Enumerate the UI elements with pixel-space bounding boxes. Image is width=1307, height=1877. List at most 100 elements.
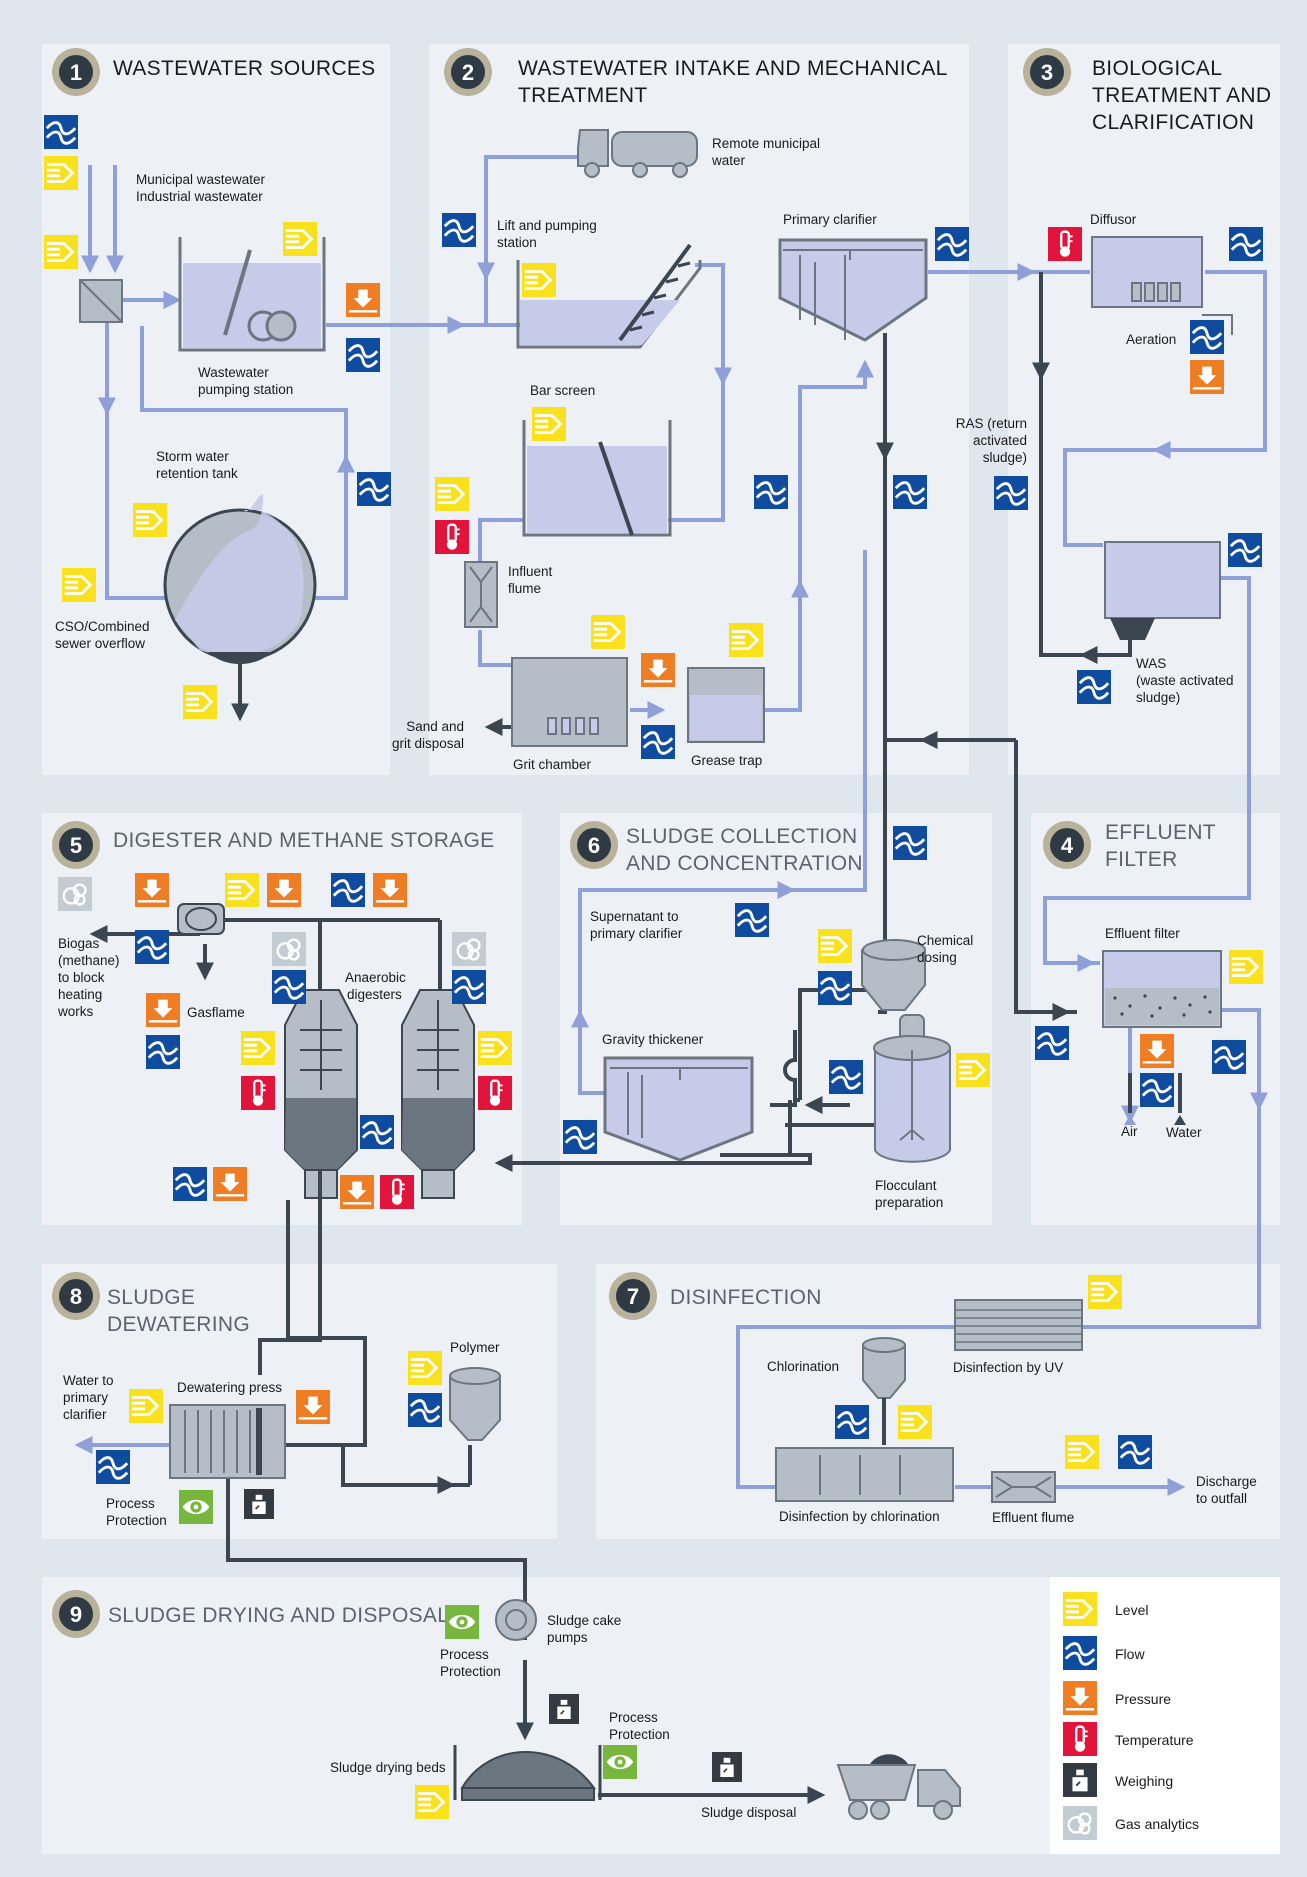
biological-equipment: [1091, 236, 1233, 640]
legend-item-temperature: Temperature: [1063, 1722, 1194, 1756]
weighing-icon: [244, 1488, 274, 1520]
lift-station-tank: [516, 260, 702, 349]
label-bar-screen: Bar screen: [530, 383, 595, 398]
label-aeration: Aeration: [1126, 332, 1176, 347]
temperature-icon: [241, 1076, 275, 1110]
pressure-icon: [346, 283, 380, 317]
flow-icon: [1229, 227, 1263, 261]
tanker-truck-icon: [577, 129, 698, 178]
flow-icon: [96, 1450, 130, 1484]
section-3-title: 3 BIOLOGICAL TREATMENT AND CLARIFICATION: [1023, 48, 1271, 134]
label-chemical-dosing: Chemical: [917, 933, 973, 948]
label-water-to-primary: clarifier: [63, 1407, 107, 1422]
label-pumping-station: pumping station: [198, 382, 293, 397]
label-biogas: to block: [58, 970, 105, 985]
weighing-icon: [712, 1751, 742, 1783]
label-sludge-disposal: Sludge disposal: [701, 1805, 796, 1820]
digester-left: [284, 989, 358, 1199]
flow-icon: [452, 970, 486, 1004]
panel-intake-mechanical: [429, 44, 969, 775]
label-industrial-wastewater: Industrial wastewater: [136, 189, 263, 204]
label-cso: CSO/Combined: [55, 619, 150, 634]
section-4-title: 4 EFFLUENT FILTER: [1043, 821, 1216, 871]
level-icon: [44, 235, 78, 269]
flow-icon: [1035, 1026, 1069, 1060]
pressure-icon: [1190, 360, 1224, 394]
flow-icon: [754, 475, 788, 509]
legend-label: Gas analytics: [1115, 1816, 1199, 1832]
flow-icon: [357, 472, 391, 506]
level-icon: [591, 615, 625, 649]
section-8-title: 8 SLUDGE DEWATERING: [52, 1272, 250, 1336]
section-title: CLARIFICATION: [1092, 111, 1254, 134]
label-supernatant: Supernatant to: [590, 909, 679, 924]
flow-icon: [442, 213, 476, 247]
flow-icon: [1077, 670, 1111, 704]
flow-icon: [1063, 1636, 1097, 1670]
legend-item-gas: Gas analytics: [1063, 1806, 1199, 1840]
label-water-to-primary: primary: [63, 1390, 108, 1405]
label-process-protection: Protection: [106, 1513, 167, 1528]
label-air: Air: [1121, 1124, 1138, 1139]
label-lift-station: Lift and pumping: [497, 218, 597, 233]
label-dewatering-press: Dewatering press: [177, 1380, 282, 1395]
flow-icon: [641, 725, 675, 759]
label-influent-flume: Influent: [508, 564, 553, 579]
section-title: EFFLUENT: [1105, 821, 1216, 844]
weighing-icon: [549, 1693, 579, 1725]
digester-right: [401, 989, 475, 1199]
section-title: DIGESTER AND METHANE STORAGE: [113, 829, 494, 852]
flow-icon: [346, 338, 380, 372]
label-water-to-primary: Water to: [63, 1373, 114, 1388]
section-2-title: 2 WASTEWATER INTAKE AND MECHANICAL TREAT…: [444, 48, 947, 107]
legend-label: Pressure: [1115, 1691, 1171, 1707]
label-was: (waste activated: [1136, 673, 1234, 688]
section-title: TREATMENT: [518, 84, 647, 107]
pressure-icon: [1140, 1034, 1174, 1068]
legend-label: Level: [1115, 1602, 1148, 1618]
label-biogas: works: [57, 1004, 94, 1019]
level-icon: [522, 263, 556, 297]
level-icon: [225, 873, 259, 907]
level-icon: [435, 477, 469, 511]
label-ras: RAS (return: [956, 416, 1027, 431]
section-number: 1: [70, 60, 82, 85]
pressure-icon: [1063, 1681, 1097, 1715]
flow-icon: [173, 1167, 207, 1201]
label-grit-chamber: Grit chamber: [513, 757, 592, 772]
process-protection-icon: [179, 1490, 213, 1524]
label-anaerobic-digesters: Anaerobic: [345, 970, 406, 985]
gas-analytics-icon: [452, 932, 486, 966]
process-protection-icon: [445, 1605, 479, 1639]
screw-conveyor: [618, 243, 692, 342]
section-7-title: 7 DISINFECTION: [609, 1272, 821, 1320]
gas-analytics-icon: [58, 877, 92, 911]
flow-icon: [44, 115, 78, 149]
label-disinfection-uv: Disinfection by UV: [953, 1360, 1063, 1375]
label-lift-station: station: [497, 235, 537, 250]
flow-icon: [835, 1405, 869, 1439]
label-municipal-wastewater: Municipal wastewater: [136, 172, 266, 187]
section-title: AND CONCENTRATION: [626, 852, 863, 875]
section-title: TREATMENT AND: [1092, 84, 1271, 107]
label-influent-flume: flume: [508, 581, 541, 596]
level-icon: [729, 623, 763, 657]
level-icon: [62, 568, 96, 602]
pumping-station-tank: [178, 237, 326, 352]
flow-icon: [146, 1035, 180, 1069]
air-inlet-icon: [1124, 1115, 1136, 1125]
label-diffusor: Diffusor: [1090, 212, 1137, 227]
flow-icon: [893, 826, 927, 860]
level-icon: [898, 1405, 932, 1439]
label-sand-disposal: grit disposal: [392, 736, 464, 751]
pressure-icon: [146, 993, 180, 1027]
level-icon: [1065, 1435, 1099, 1469]
level-icon: [241, 1031, 275, 1065]
section-5-title: 5 DIGESTER AND METHANE STORAGE: [52, 821, 494, 869]
chlorination-basin: [775, 1447, 954, 1502]
label-storm-tank: Storm water: [156, 449, 229, 464]
pressure-icon: [213, 1167, 247, 1201]
level-icon: [129, 1389, 163, 1423]
flow-icon: [408, 1393, 442, 1427]
